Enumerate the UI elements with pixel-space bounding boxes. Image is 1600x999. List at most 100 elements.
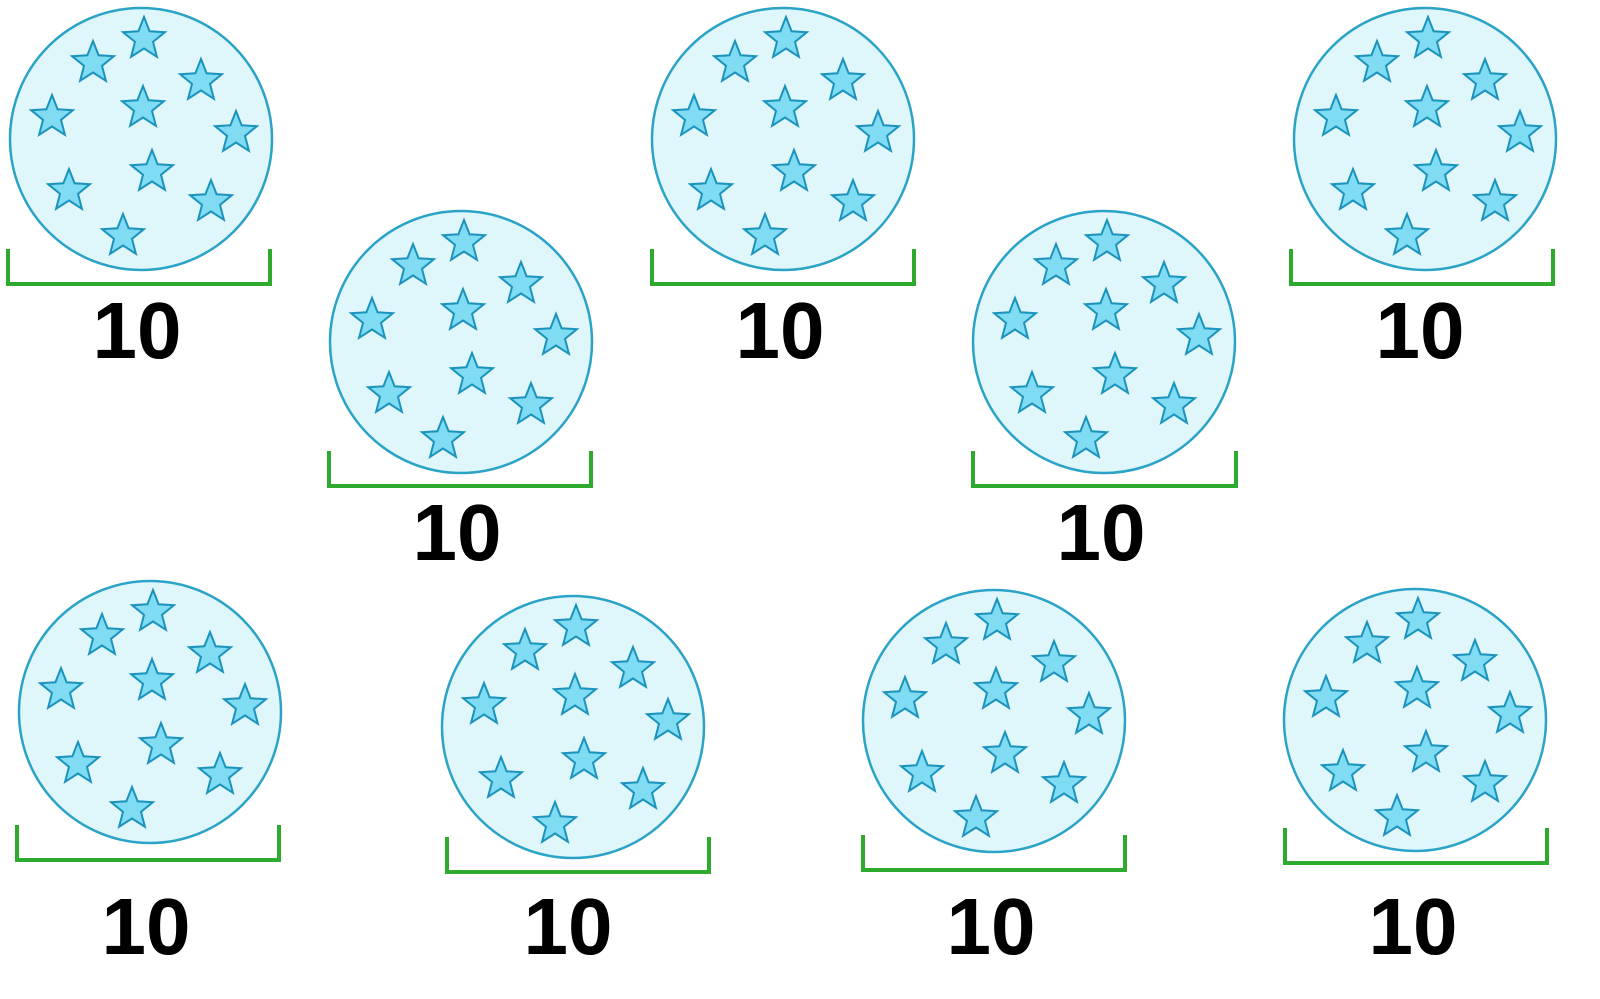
star-icon <box>212 108 260 154</box>
star-icon <box>1302 673 1350 719</box>
star-icon <box>439 286 487 332</box>
star-icon <box>477 754 525 800</box>
star-icon <box>119 83 167 129</box>
star-icon <box>1082 286 1130 332</box>
star-icon <box>128 656 176 702</box>
star-icon <box>1404 14 1452 60</box>
star-icon <box>922 620 970 666</box>
star-icon <box>1175 311 1223 357</box>
star-icon <box>1486 689 1534 735</box>
group-bracket <box>650 249 916 286</box>
star-icon <box>1461 758 1509 804</box>
star-icon <box>1062 414 1110 460</box>
star-icon <box>186 629 234 675</box>
star-group: 10 <box>1282 587 1549 971</box>
group-count-label: 10 <box>1057 488 1146 577</box>
star-icon <box>129 587 177 633</box>
group-bracket <box>327 451 593 488</box>
star-group: 10 <box>650 6 916 375</box>
star-icon <box>177 56 225 102</box>
star-icon <box>1353 38 1401 84</box>
group-count-label: 10 <box>1369 882 1458 971</box>
star-icon <box>196 750 244 796</box>
star-group: 10 <box>861 588 1127 971</box>
star-icon <box>854 108 902 154</box>
star-icon <box>531 799 579 845</box>
star-icon <box>898 748 946 794</box>
star-icon <box>644 696 692 742</box>
group-bracket <box>1289 249 1555 286</box>
star-icon <box>120 14 168 60</box>
star-icon <box>440 217 488 263</box>
star-icon <box>28 92 76 138</box>
star-icon <box>348 295 396 341</box>
star-icon <box>1373 792 1421 838</box>
star-icon <box>1140 259 1188 305</box>
star-icon <box>419 414 467 460</box>
star-group: 10 <box>440 594 711 971</box>
star-icon <box>1091 350 1139 396</box>
star-icon <box>981 729 1029 775</box>
star-icon <box>1393 664 1441 710</box>
star-icon <box>365 369 413 415</box>
star-icon <box>501 626 549 672</box>
star-icon <box>1402 728 1450 774</box>
star-group: 10 <box>1289 6 1558 375</box>
star-icon <box>619 765 667 811</box>
star-icon <box>99 211 147 257</box>
star-group: 10 <box>15 579 283 971</box>
star-icon <box>1040 759 1088 805</box>
star-icon <box>187 177 235 223</box>
group-bracket <box>6 249 272 286</box>
star-icon <box>1319 747 1367 793</box>
star-group: 10 <box>6 6 274 375</box>
star-icon <box>137 720 185 766</box>
star-icon <box>1150 380 1198 426</box>
star-icon <box>972 665 1020 711</box>
star-icon <box>1008 369 1056 415</box>
star-icon <box>1383 211 1431 257</box>
star-icon <box>551 671 599 717</box>
group-count-label: 10 <box>102 882 191 971</box>
star-icon <box>221 681 269 727</box>
star-icon <box>670 92 718 138</box>
star-icon <box>108 784 156 830</box>
star-icon <box>952 793 1000 839</box>
star-icon <box>762 14 810 60</box>
star-icon <box>829 177 877 223</box>
star-icon <box>507 380 555 426</box>
group-count-label: 10 <box>93 286 182 375</box>
star-icon <box>973 596 1021 642</box>
star-icon <box>1083 217 1131 263</box>
star-icon <box>819 56 867 102</box>
star-icon <box>37 665 85 711</box>
star-icon <box>1496 108 1544 154</box>
group-count-label: 10 <box>524 882 613 971</box>
star-icon <box>881 674 929 720</box>
star-icon <box>761 83 809 129</box>
star-icon <box>1412 147 1460 193</box>
star-icon <box>78 611 126 657</box>
star-icon <box>1451 637 1499 683</box>
star-icon <box>687 166 735 212</box>
star-group: 10 <box>971 209 1238 577</box>
star-icon <box>532 311 580 357</box>
star-icon <box>1329 166 1377 212</box>
star-group: 10 <box>327 209 594 577</box>
star-icon <box>54 739 102 785</box>
star-icon <box>1461 56 1509 102</box>
star-icon <box>389 241 437 287</box>
star-icon <box>560 735 608 781</box>
star-icon <box>1471 177 1519 223</box>
group-bracket <box>971 451 1238 488</box>
group-count-label: 10 <box>736 286 825 375</box>
group-count-label: 10 <box>413 488 502 577</box>
star-icon <box>1394 595 1442 641</box>
star-icon <box>45 166 93 212</box>
star-icon <box>609 644 657 690</box>
star-icon <box>1343 619 1391 665</box>
star-icon <box>69 38 117 84</box>
star-icon <box>1032 241 1080 287</box>
group-bracket <box>15 825 281 862</box>
